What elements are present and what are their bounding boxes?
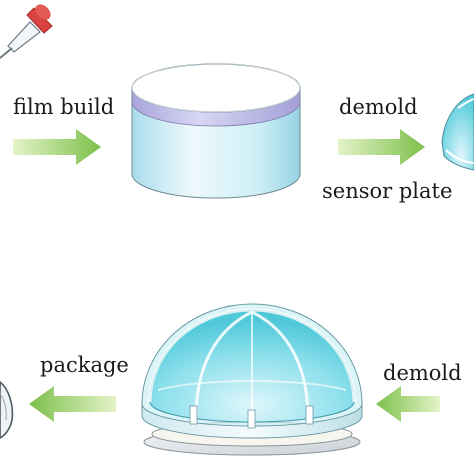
dome-partial-right — [441, 93, 474, 171]
arrow-package — [29, 386, 116, 422]
label-demold-top: demold — [339, 95, 418, 119]
label-demold-bottom: demold — [383, 361, 462, 385]
dome-sensor-assembly — [141, 303, 363, 456]
label-package: package — [40, 353, 129, 377]
label-sensor-plate: sensor plate — [322, 179, 452, 203]
label-film-build: film build — [13, 95, 114, 119]
arrow-demold-bottom — [376, 386, 440, 422]
arrow-demold-top — [338, 129, 425, 165]
cylinder-mold — [131, 63, 301, 199]
arrow-film-build — [13, 129, 101, 165]
dropper-icon — [0, 4, 53, 59]
packaged-sensor-partial-left — [0, 380, 14, 439]
